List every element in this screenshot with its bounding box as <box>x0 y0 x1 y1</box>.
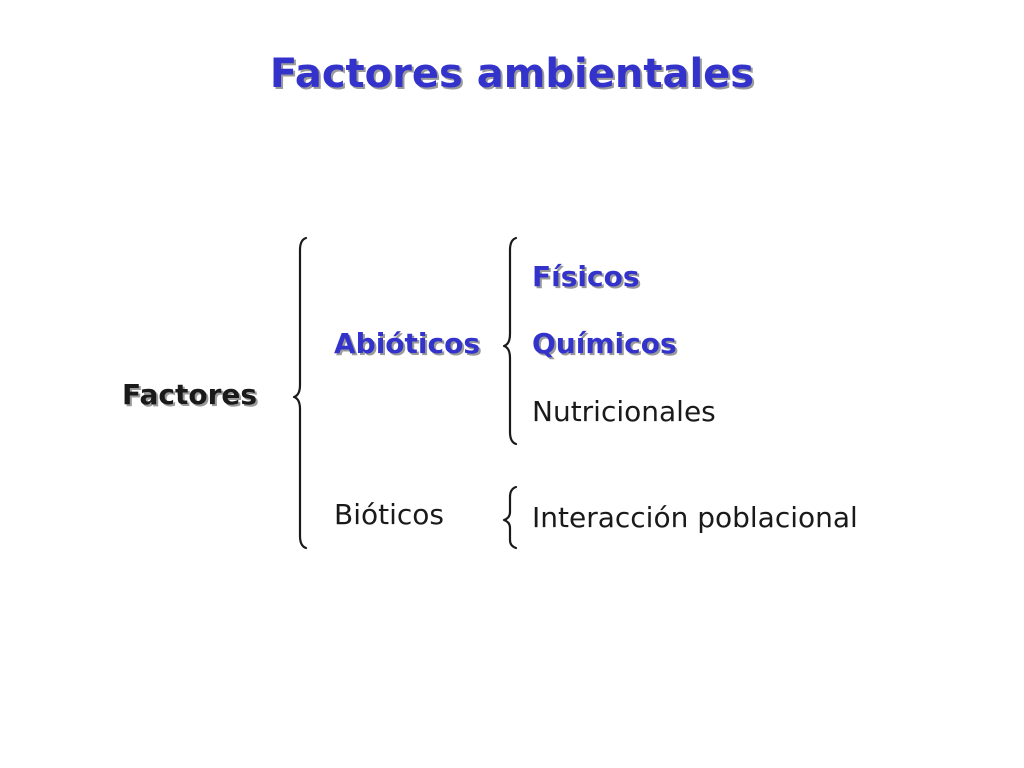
slide-title: Factores ambientales <box>269 51 755 97</box>
leaf-interaccion-poblacional: Interacción poblacional <box>532 501 858 534</box>
leaf-nutricionales: Nutricionales <box>532 395 716 428</box>
bioticos-bracket <box>502 485 518 550</box>
group-bioticos: Bióticos <box>334 498 444 531</box>
root-bracket <box>292 236 308 550</box>
group-abioticos: Abióticos <box>334 327 481 360</box>
leaf-fisicos: Físicos <box>532 260 640 293</box>
root-node: Factores <box>122 378 258 411</box>
leaf-quimicos: Químicos <box>532 327 677 360</box>
abioticos-bracket <box>502 236 518 446</box>
